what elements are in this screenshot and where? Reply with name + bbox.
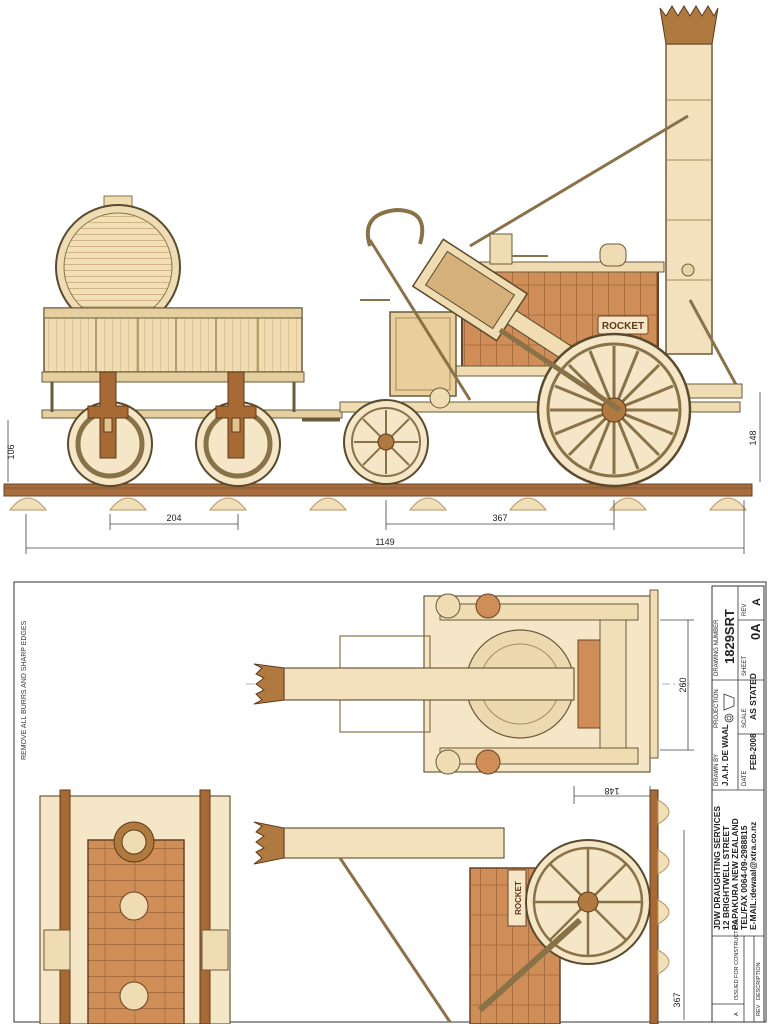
front-driving-wheel	[525, 839, 651, 965]
company-line-1: JDW DRAUGHTING SERVICES	[712, 806, 722, 930]
scale-label: SCALE	[742, 708, 748, 728]
dim-overall-length: 1149	[375, 537, 394, 547]
projection-symbol-icon	[723, 693, 735, 723]
title-block: JDW DRAUGHTING SERVICES 12 BRIGHTWELL ST…	[711, 585, 765, 1023]
dim-wheel-spacing: 204	[166, 513, 181, 523]
tender	[41, 195, 343, 487]
rev-col-label: REV	[756, 1004, 762, 1016]
dim-width: 260	[678, 677, 688, 692]
dim-front-height: 367	[672, 992, 682, 1007]
sheet-border	[13, 581, 767, 1023]
driving-wheel	[536, 332, 692, 488]
loco-rear-wheel	[343, 399, 429, 485]
revision-row-rev: A	[734, 1012, 740, 1016]
date: FEB-2008	[749, 733, 758, 770]
margin-note: REMOVE ALL BURRS AND SHARP EDGES	[21, 620, 28, 760]
company-line-4: TEL/FAX 0064-09-2988815	[739, 825, 749, 930]
chimney-crown	[659, 5, 719, 45]
rev: A	[751, 598, 763, 606]
company-line-5: E-MAIL:dewaal@xtra.co.nz	[748, 822, 758, 930]
drawn-by: J.A.H. DE WAAL	[721, 724, 730, 786]
description-col-label: DESCRIPTION	[756, 962, 762, 1000]
dim-front-width: 148	[604, 786, 619, 796]
drawing-number: 1829SRT	[722, 609, 737, 664]
firebox	[389, 311, 457, 397]
side-dimensions	[7, 392, 761, 554]
top-chimney	[283, 667, 575, 701]
top-view: 260	[246, 589, 694, 775]
locomotive: ROCKET	[339, 5, 743, 488]
sheet-label: SHEET	[742, 656, 748, 676]
front-view: ROCKET 148 367	[253, 786, 685, 1025]
sheet: 0A	[748, 623, 763, 640]
drawn-by-label: DRAWN BY	[714, 754, 720, 786]
company-line-2: 12 BRIGHTWELL STREET	[721, 825, 731, 930]
date-label: DATE	[742, 770, 748, 786]
nameplate: ROCKET	[602, 321, 644, 332]
dim-loco-wheelbase: 367	[492, 513, 507, 523]
tender-top-view	[39, 789, 231, 1025]
scale: AS STATED	[748, 673, 758, 720]
side-view: ROCKET	[3, 5, 761, 554]
dim-height-rear: 106	[6, 444, 16, 459]
front-nameplate: ROCKET	[514, 881, 523, 915]
front-chimney	[283, 827, 505, 859]
dim-height-front: 148	[748, 430, 758, 445]
revision-row-description: ISSUED FOR CONSTRUCTION	[734, 921, 740, 1000]
axle-bracket	[215, 371, 257, 459]
sleepers	[8, 497, 748, 511]
axle-bracket	[87, 371, 129, 459]
company-line-3: PAPAKURA NEW ZEALAND	[730, 818, 740, 930]
drawing-number-label: DRAWING NUMBER	[714, 619, 720, 676]
chimney	[665, 43, 713, 355]
projection-label: PROJECTION	[714, 689, 720, 728]
rev-label: REV	[742, 604, 748, 616]
